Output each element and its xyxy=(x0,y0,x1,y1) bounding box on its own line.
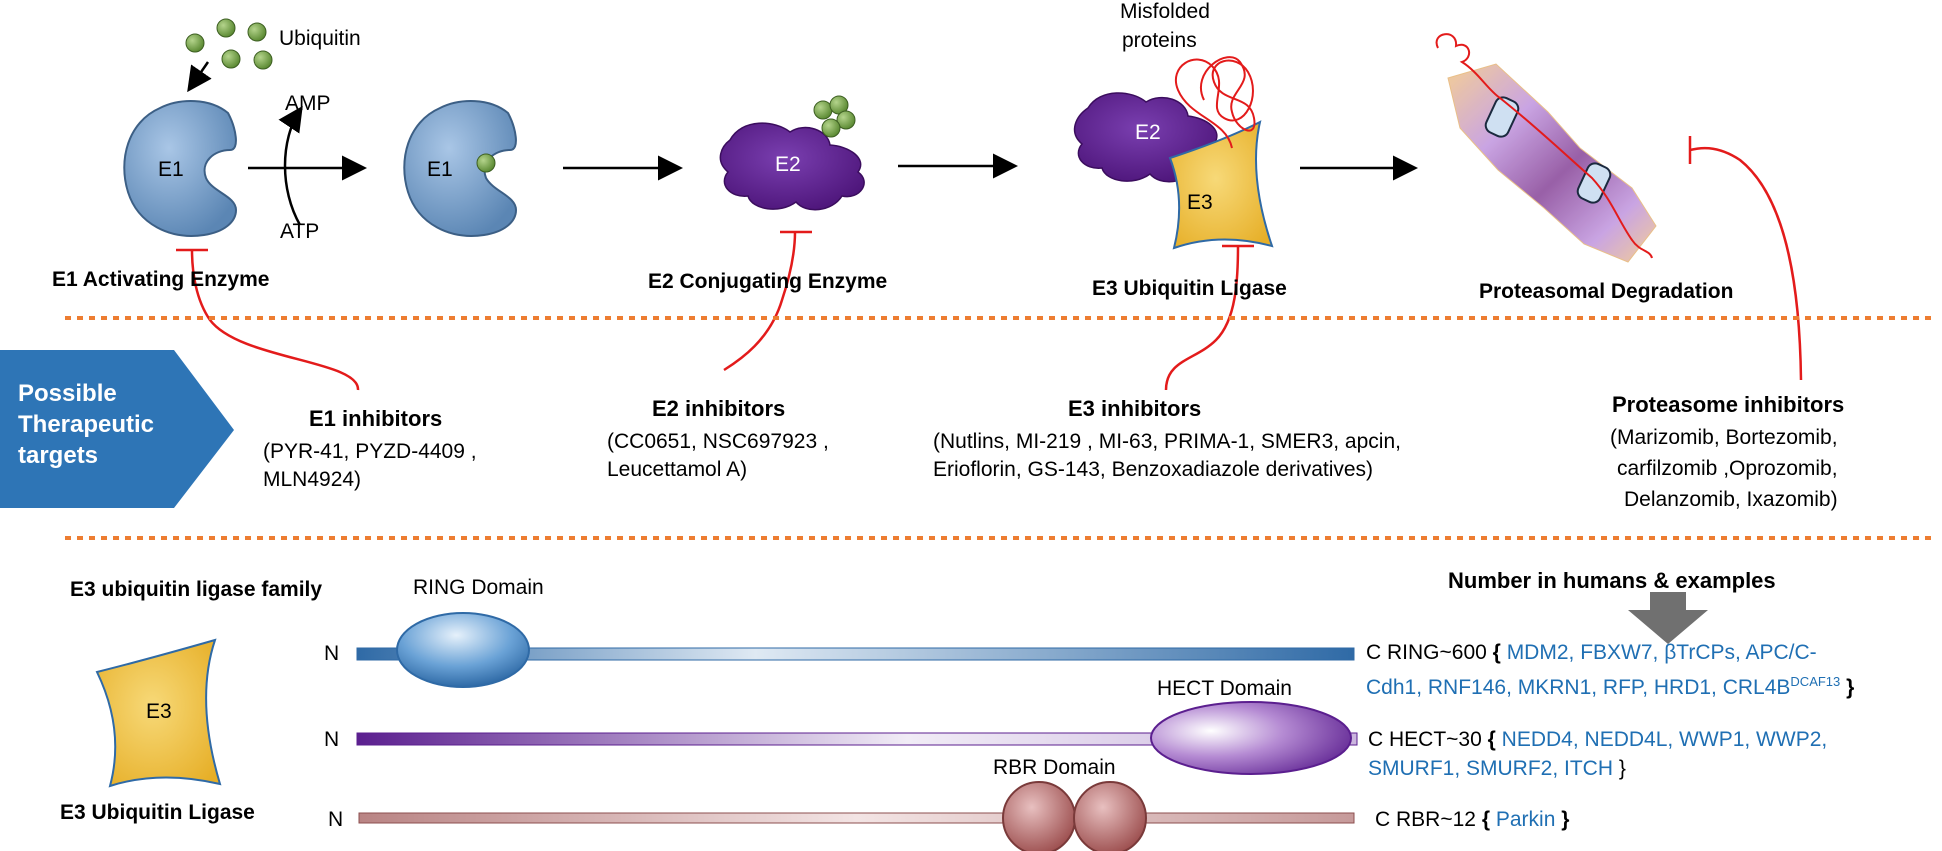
proteasome-shape xyxy=(1435,33,1657,263)
e2-inhibitors-line2: Leucettamol A) xyxy=(607,458,748,481)
hect-row-text: C HECT~30 { NEDD4, NEDD4L, WWP1, WWP2, S… xyxy=(1368,725,1827,783)
e2-caption: E2 Conjugating Enzyme xyxy=(648,270,888,293)
e2-enzyme-shape xyxy=(719,122,865,211)
ring-examples-line1: MDM2, FBXW7, βTrCPs, APC/C- xyxy=(1506,641,1817,664)
ring-examples-superscript: DCAF13 xyxy=(1790,674,1841,689)
e3-family-title: E3 ubiquitin ligase family xyxy=(70,578,323,601)
e1-inhibitors-line2: MLN4924) xyxy=(263,468,362,491)
ring-count: C RING~600 xyxy=(1366,641,1487,664)
e3-family-icon-label: E3 xyxy=(146,700,172,723)
e1-label: E1 xyxy=(158,158,184,181)
bound-ubiquitin-e1 xyxy=(476,153,496,173)
rbr-n-terminus: N xyxy=(328,808,344,831)
e1-label-second: E1 xyxy=(427,158,453,181)
proteasome-caption: Proteasomal Degradation xyxy=(1479,280,1734,303)
rbr-protein-bar xyxy=(358,812,1355,824)
rbr-brace-open: { xyxy=(1481,808,1490,831)
e1-enzyme-shape xyxy=(123,100,238,237)
therapeutic-targets-banner xyxy=(0,350,234,508)
rbr-count: C RBR~12 xyxy=(1375,808,1476,831)
ubiquitin-pool xyxy=(185,18,273,70)
ring-examples-line2: Cdh1, RNF146, MKRN1, RFP, HRD1, CRL4B xyxy=(1366,676,1791,699)
ring-domain-shape xyxy=(396,612,530,688)
rbr-examples: Parkin xyxy=(1495,808,1556,831)
e2-inhibitors-title: E2 inhibitors xyxy=(652,396,786,421)
hect-examples-line1: NEDD4, NEDD4L, WWP1, WWP2, xyxy=(1501,728,1828,751)
e3-ligase-shape xyxy=(1168,120,1274,250)
hect-count: C HECT~30 xyxy=(1368,728,1482,751)
e1-inhibitors-title: E1 inhibitors xyxy=(309,406,443,431)
e1-inhibitors-line1: (PYR-41, PYZD-4409 , xyxy=(263,440,477,463)
ring-brace-close: } xyxy=(1846,676,1855,699)
rbr-domain-label: RBR Domain xyxy=(993,756,1116,779)
ubiquitin-label: Ubiquitin xyxy=(279,27,361,50)
amp-label: AMP xyxy=(285,92,331,115)
proteasome-inhibitors-title: Proteasome inhibitors xyxy=(1612,392,1845,417)
proteasome-inhibitors-line3: Delanzomib, Ixazomib) xyxy=(1624,488,1838,511)
rbr-domain-circle-1 xyxy=(1002,781,1076,851)
atp-label: ATP xyxy=(280,220,320,243)
ring-row-text: C RING~600 { MDM2, FBXW7, βTrCPs, APC/C-… xyxy=(1366,638,1854,702)
hect-examples-line2: SMURF1, SMURF2, ITCH xyxy=(1368,757,1614,780)
proteasome-inhibitors-line1: (Marizomib, Bortezomib, xyxy=(1610,426,1838,449)
e1-caption: E1 Activating Enzyme xyxy=(52,268,270,291)
proteasome-inhibitors-line2: carfilzomib ,Oprozomib, xyxy=(1617,457,1838,480)
e1-ubiquitin-complex-shape xyxy=(403,100,518,237)
ring-protein-bar xyxy=(356,647,1355,661)
e3-family-caption: E3 Ubiquitin Ligase xyxy=(60,801,255,824)
ring-brace-open: { xyxy=(1492,641,1501,664)
rbr-domain-circle-2 xyxy=(1073,781,1147,851)
misfolded-label-line2: proteins xyxy=(1122,29,1197,52)
e3-inhibitors-line1: (Nutlins, MI-219 , MI-63, PRIMA-1, SMER3… xyxy=(933,430,1401,453)
atp-amp-curve-arrow xyxy=(278,105,303,226)
rbr-brace-close: } xyxy=(1561,808,1570,831)
polyubiquitin-chain-e2 xyxy=(813,95,856,138)
banner-line-2: Therapeutic xyxy=(18,411,155,438)
e3-label-complex: E3 xyxy=(1187,191,1213,214)
number-header: Number in humans & examples xyxy=(1448,568,1776,593)
banner-label: Possible Therapeutic targets xyxy=(18,378,188,471)
hect-protein-bar xyxy=(356,732,1358,746)
ubiquitin-to-e1-arrow xyxy=(187,61,212,93)
misfolded-protein-squiggle xyxy=(1175,56,1256,149)
hect-domain-label: HECT Domain xyxy=(1157,677,1292,700)
inhibitor-lines xyxy=(176,136,1803,391)
ring-n-terminus: N xyxy=(324,642,340,665)
ring-domain-label: RING Domain xyxy=(413,576,544,599)
hect-domain-shape xyxy=(1150,701,1352,775)
e3-inhibitors-line2: Erioflorin, GS-143, Benzoxadiazole deriv… xyxy=(933,458,1374,481)
hect-brace-close: } xyxy=(1618,757,1626,780)
e3-inhibitors-title: E3 inhibitors xyxy=(1068,396,1202,421)
hect-brace-open: { xyxy=(1487,728,1496,751)
e2-label: E2 xyxy=(775,153,801,176)
e3-family-icon xyxy=(95,638,222,788)
hect-n-terminus: N xyxy=(324,728,340,751)
e2-label-complex: E2 xyxy=(1135,121,1161,144)
misfolded-label-line1: Misfolded xyxy=(1120,0,1210,23)
banner-line-3: targets xyxy=(18,442,99,469)
rbr-row-text: C RBR~12 { Parkin } xyxy=(1375,805,1569,834)
e2-inhibitors-line1: (CC0651, NSC697923 , xyxy=(607,430,829,453)
banner-line-1: Possible xyxy=(18,380,117,407)
e3-caption: E3 Ubiquitin Ligase xyxy=(1092,277,1287,300)
examples-down-arrow xyxy=(1628,592,1708,644)
